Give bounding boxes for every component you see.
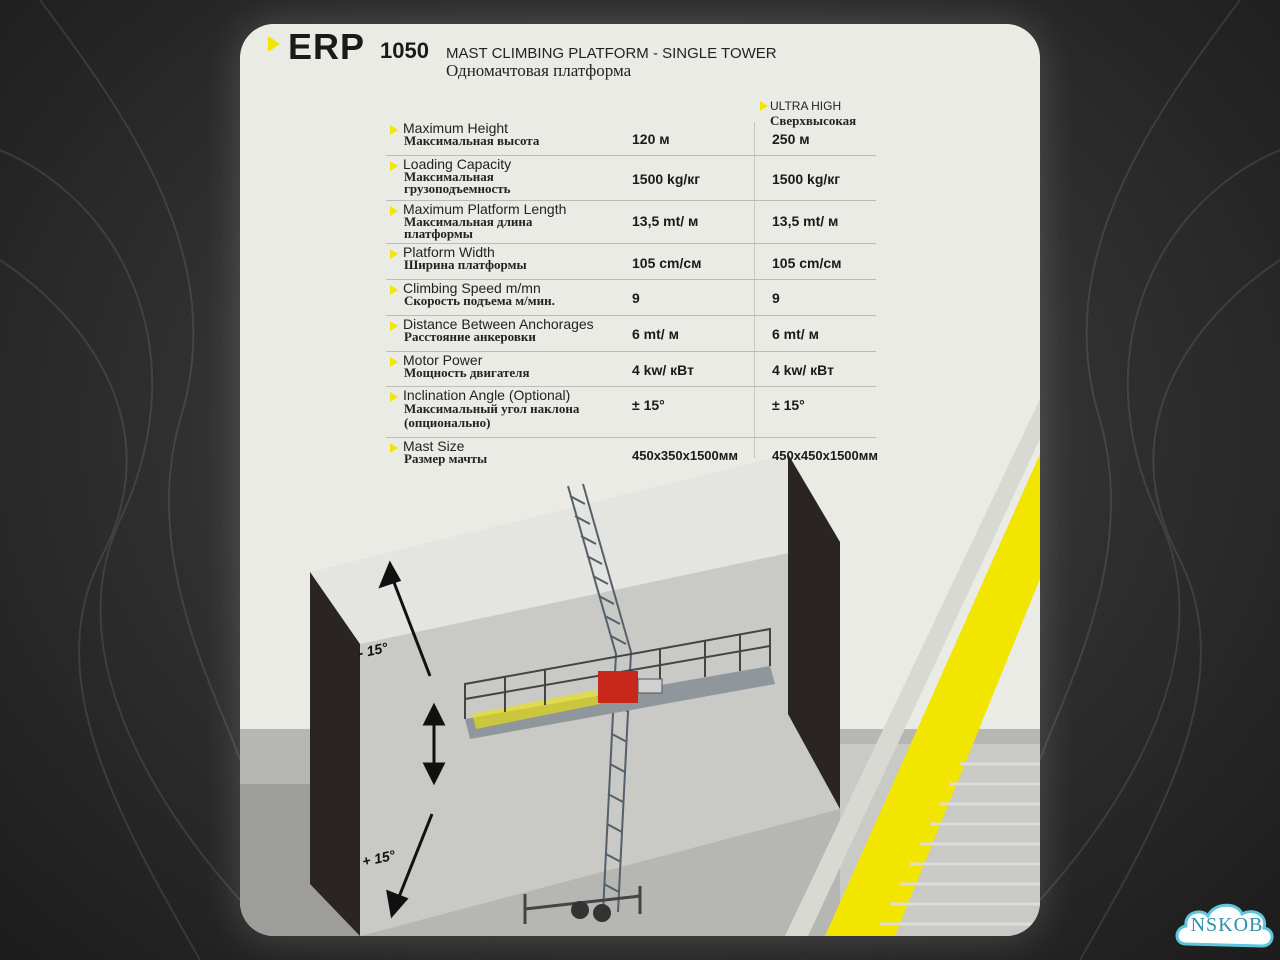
page-title-brand: ERP	[288, 26, 366, 67]
spec-row-mast-size: Mast Size Размер мачты 450x350x1500мм 45…	[386, 438, 878, 474]
page-subtitle-ru: Одномачтовая платформа	[446, 61, 632, 80]
spec-row-loading-capacity: Loading Capacity Максимальная грузоподъе…	[386, 156, 876, 201]
triangle-marker-icon	[390, 161, 398, 171]
mast-truss	[567, 483, 633, 913]
triangle-marker-icon	[390, 392, 398, 402]
spec-value-ultra-high: 6 mt/ м	[772, 326, 819, 342]
spec-table: Maximum Height Максимальная высота 120 м…	[386, 120, 878, 474]
spec-value-ultra-high: 105 cm/см	[772, 255, 842, 271]
triangle-marker-icon	[390, 357, 398, 367]
vertical-travel-arrow	[422, 702, 446, 786]
spec-value-standard: 4 kw/ кВт	[632, 362, 694, 378]
triangle-marker-icon	[390, 443, 398, 453]
ultra-high-label-ru: Сверхвысокая	[770, 113, 857, 128]
spec-value-ultra-high: 9	[772, 290, 780, 306]
triangle-marker-icon	[390, 321, 398, 331]
building-front	[360, 542, 840, 936]
spec-value-ultra-high: 4 kw/ кВт	[772, 362, 834, 378]
spec-value-ultra-high: 250 м	[772, 131, 810, 147]
title-marker-icon	[268, 36, 280, 52]
spec-value-standard: 9	[632, 290, 640, 306]
spec-sheet-card: - 15° + 15° ERP 1050 MAST CLIMBING PLATF…	[240, 24, 1040, 936]
spec-value-standard: 1500 kg/кг	[632, 171, 701, 187]
page-subtitle-en: MAST CLIMBING PLATFORM - SINGLE TOWER	[446, 45, 777, 62]
spec-value-ultra-high: 1500 kg/кг	[772, 171, 841, 187]
spec-row-motor-power: Motor Power Мощность двигателя 4 kw/ кВт…	[386, 352, 876, 387]
spec-label-en: Maximum Height	[403, 120, 509, 136]
triangle-marker-icon	[390, 125, 398, 135]
spec-value-standard: 6 mt/ м	[632, 326, 679, 342]
spec-value-standard: 105 cm/см	[632, 255, 702, 271]
spec-label-ru: Максимальная грузоподъемность	[404, 169, 511, 196]
ultra-high-label-en: ULTRA HIGH	[770, 99, 842, 113]
motor-unit	[598, 671, 638, 703]
yellow-stripe	[825, 454, 1040, 936]
spec-value-standard: ± 15°	[632, 397, 665, 413]
spec-label-en: Maximum Platform Length	[403, 201, 567, 217]
spec-row-climbing-speed: Climbing Speed m/mn Скорость подъема м/м…	[386, 280, 876, 316]
spec-row-platform-length: Maximum Platform Length Максимальная дли…	[386, 201, 876, 244]
page-title-model: 1050	[380, 38, 429, 63]
spec-label-ru: Ширина платформы	[404, 257, 527, 272]
triangle-marker-icon	[390, 249, 398, 259]
building-side-left	[310, 572, 360, 936]
platform-railing	[464, 627, 771, 719]
spec-value-standard: 450x350x1500мм	[632, 448, 738, 463]
spec-label-ru: Максимальная высота	[404, 133, 540, 148]
spec-row-anchorage-distance: Distance Between Anchorages Расстояние а…	[386, 316, 876, 352]
spec-label-ru: Максимальный угол наклона (опционально)	[404, 401, 580, 430]
column-divider	[754, 122, 755, 458]
building-top	[310, 454, 840, 644]
triangle-marker-icon	[760, 101, 768, 111]
spec-label-en: Inclination Angle (Optional)	[403, 387, 571, 403]
spec-label-ru: Расстояние анкеровки	[404, 329, 536, 344]
spec-row-platform-width: Platform Width Ширина платформы 105 cm/с…	[386, 244, 876, 280]
spec-value-standard: 13,5 mt/ м	[632, 213, 699, 229]
platform-illustration	[240, 399, 1040, 936]
spec-value-ultra-high: ± 15°	[772, 397, 805, 413]
spec-label-ru: Максимальная длина платформы	[404, 214, 533, 241]
spec-label-ru: Скорость подъема м/мин.	[404, 293, 555, 308]
building-side-right	[788, 454, 840, 809]
cloud-logo-icon	[1175, 903, 1274, 948]
spec-label-en: Platform Width	[403, 244, 495, 260]
spec-value-standard: 120 м	[632, 131, 670, 147]
spec-row-inclination-angle: Inclination Angle (Optional) Максимальны…	[386, 387, 876, 438]
triangle-marker-icon	[390, 206, 398, 216]
spec-value-ultra-high: 13,5 mt/ м	[772, 213, 839, 229]
spec-label-en: Distance Between Anchorages	[403, 316, 594, 332]
spec-value-ultra-high: 450x450x1500мм	[772, 448, 878, 463]
tilt-arrow-bottom	[386, 813, 434, 919]
spec-label-ru: Мощность двигателя	[404, 365, 530, 380]
spec-row-max-height: Maximum Height Максимальная высота 120 м…	[386, 120, 876, 156]
spec-label-en: Motor Power	[403, 352, 483, 368]
tilt-arrow-top	[378, 560, 432, 677]
watermark-logo-text: NSKOB	[1190, 914, 1264, 936]
spec-label-ru: Размер мачты	[404, 451, 488, 466]
spec-label-en: Loading Capacity	[403, 156, 512, 172]
spec-label-en: Climbing Speed m/mn	[403, 280, 541, 296]
spec-label-en: Mast Size	[403, 438, 465, 454]
triangle-marker-icon	[390, 285, 398, 295]
